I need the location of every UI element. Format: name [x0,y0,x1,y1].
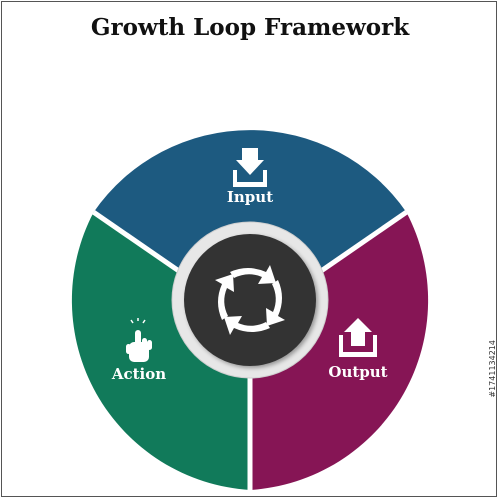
center-circle [184,234,316,366]
page-title: Growth Loop Framework [90,14,410,41]
cycle-arrows-icon [215,265,285,335]
output-label: Output [328,363,387,381]
action-segment [71,212,251,490]
action-label: Action [111,365,166,383]
input-label: Input [227,188,273,206]
upload-tray-icon [339,318,377,357]
stock-id-label: #174113421‌4 [488,340,497,398]
download-tray-icon [233,148,267,187]
hand-pointer-icon [126,318,152,362]
